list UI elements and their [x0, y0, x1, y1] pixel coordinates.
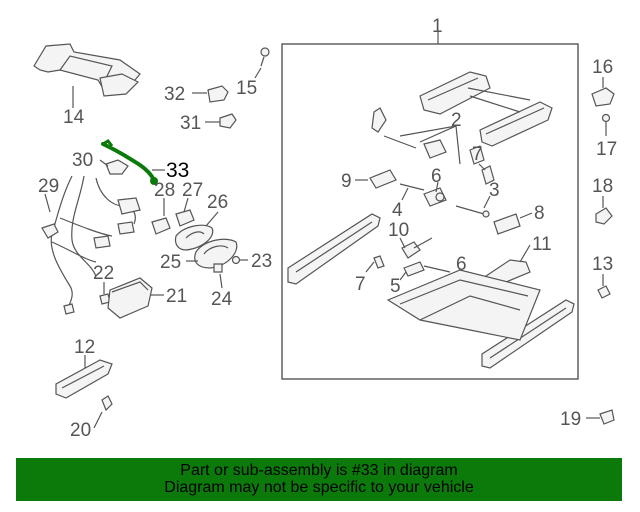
callout-32: 32 — [164, 84, 185, 105]
lower-track-right[interactable] — [481, 299, 575, 369]
callout-16: 16 — [592, 57, 613, 78]
part-30-retainer[interactable] — [105, 159, 129, 175]
part-10-link[interactable] — [401, 237, 433, 259]
callout-21: 21 — [166, 286, 187, 307]
callout-31: 31 — [180, 113, 201, 134]
part-32-knob[interactable] — [207, 85, 229, 103]
part-16-knob[interactable] — [591, 87, 615, 107]
callout-1: 1 — [432, 16, 443, 37]
part-23-screw[interactable] — [231, 255, 241, 265]
part-28-switch[interactable] — [151, 217, 171, 235]
callout-17: 17 — [596, 139, 617, 160]
callout-8: 8 — [534, 203, 545, 224]
callout-3: 3 — [489, 180, 500, 201]
part-notice-banner: Part or sub-assembly is #33 in diagram D… — [16, 458, 622, 501]
callout-26: 26 — [207, 192, 228, 213]
callout-33-highlighted: 33 — [166, 159, 189, 182]
part-29-wiring-harness[interactable] — [41, 175, 141, 315]
callout-22: 22 — [93, 263, 114, 284]
part-12-track-cover[interactable] — [55, 359, 113, 399]
callout-24: 24 — [211, 289, 233, 310]
callout-10: 10 — [388, 220, 409, 241]
callout-2: 2 — [451, 110, 462, 131]
part-18-clip[interactable] — [595, 207, 613, 225]
part-33-highlighted-cable[interactable] — [101, 139, 158, 185]
callout-6-upper: 6 — [431, 166, 442, 187]
callout-6-lower: 6 — [456, 254, 467, 275]
callout-23: 23 — [251, 251, 272, 272]
callout-30: 30 — [72, 150, 93, 171]
callout-14: 14 — [63, 107, 85, 128]
callout-20: 20 — [70, 420, 91, 441]
callout-12: 12 — [74, 337, 95, 358]
part-3-rod[interactable] — [455, 205, 490, 218]
callout-29: 29 — [38, 176, 59, 197]
part-15-bolt[interactable] — [260, 47, 270, 67]
part-14-cushion-frame[interactable] — [33, 43, 141, 97]
upper-track-assembly[interactable] — [419, 71, 553, 147]
callout-7-lower: 7 — [355, 274, 366, 295]
banner-line-2: Diagram may not be specific to your vehi… — [164, 479, 474, 496]
part-8-switch[interactable] — [493, 213, 521, 235]
part-26-bezel[interactable] — [174, 224, 214, 251]
seat-assembly-frame — [281, 43, 579, 380]
part-31-clip[interactable] — [219, 113, 237, 129]
callout-28: 28 — [154, 180, 175, 201]
lower-track-left[interactable] — [287, 213, 381, 285]
part-13-clip[interactable] — [597, 285, 611, 299]
callout-15: 15 — [236, 78, 257, 99]
part-2-bracket[interactable] — [371, 107, 485, 165]
part-7-pin[interactable] — [373, 165, 495, 269]
callout-4: 4 — [392, 200, 403, 221]
callout-19: 19 — [560, 409, 581, 430]
banner-line-1: Part or sub-assembly is #33 in diagram — [180, 462, 458, 479]
callout-7-upper: 7 — [472, 144, 483, 165]
part-27-connector[interactable] — [175, 209, 195, 227]
part-24-nut[interactable] — [213, 263, 223, 273]
callout-9: 9 — [341, 171, 352, 192]
callout-27: 27 — [182, 180, 203, 201]
seat-pan-frame[interactable] — [386, 269, 541, 341]
part-17-screw[interactable] — [601, 113, 611, 123]
part-19-connector[interactable] — [599, 409, 615, 425]
part-25-switch-housing[interactable] — [194, 238, 238, 269]
part-5-cable[interactable] — [403, 261, 451, 277]
part-21-cover[interactable] — [107, 277, 153, 319]
callout-5: 5 — [390, 276, 401, 297]
part-20-clip[interactable] — [101, 395, 113, 412]
callout-11: 11 — [532, 234, 552, 255]
callout-18: 18 — [592, 176, 613, 197]
callout-25: 25 — [160, 252, 181, 273]
part-4-rod[interactable] — [399, 183, 425, 191]
callout-13: 13 — [592, 254, 613, 275]
part-9-bezel[interactable] — [369, 169, 397, 189]
